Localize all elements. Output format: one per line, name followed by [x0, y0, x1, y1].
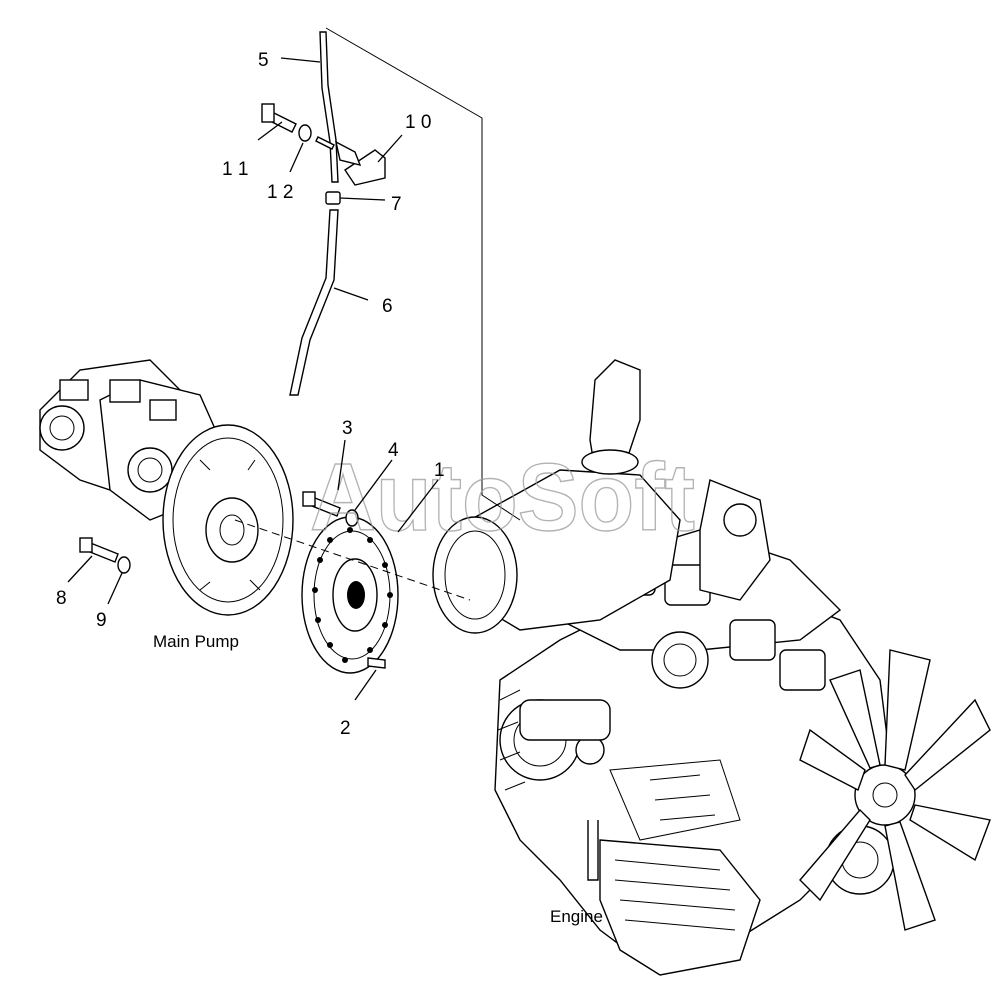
callout-9: 9	[96, 610, 107, 631]
callout-12: 1 2	[267, 182, 293, 203]
callout-11: 1 1	[222, 159, 248, 180]
main-pump-assembly	[39, 359, 294, 616]
bolt-8	[79, 537, 119, 563]
washer-4	[345, 509, 359, 527]
watermark: AutoSoft	[310, 444, 695, 551]
callout-3: 3	[342, 418, 353, 439]
leader-lines	[67, 57, 439, 701]
callout-6: 6	[382, 296, 393, 317]
damper-disc	[301, 516, 399, 674]
bolt-3	[302, 491, 341, 517]
centerline-dashed	[234, 519, 471, 601]
callout-10: 1 0	[405, 112, 431, 133]
engine-assembly	[432, 359, 991, 976]
dipstick-assembly	[261, 31, 386, 396]
caption-main-pump: Main Pump	[153, 632, 239, 651]
callout-5: 5	[258, 50, 269, 71]
callout-8: 8	[56, 588, 67, 609]
bolt-2	[367, 657, 386, 669]
caption-engine: Engine	[550, 907, 603, 926]
callout-2: 2	[340, 718, 351, 739]
cooling-fan	[799, 649, 991, 931]
washer-9	[117, 556, 131, 574]
assembly-guide-line	[325, 27, 521, 521]
callout-labels: 5 1 0 1 1 1 2 7 6 3 4 1 2 8 9	[56, 50, 445, 739]
callout-4: 4	[388, 440, 399, 461]
callout-1: 1	[434, 460, 445, 481]
callout-7: 7	[391, 194, 402, 215]
